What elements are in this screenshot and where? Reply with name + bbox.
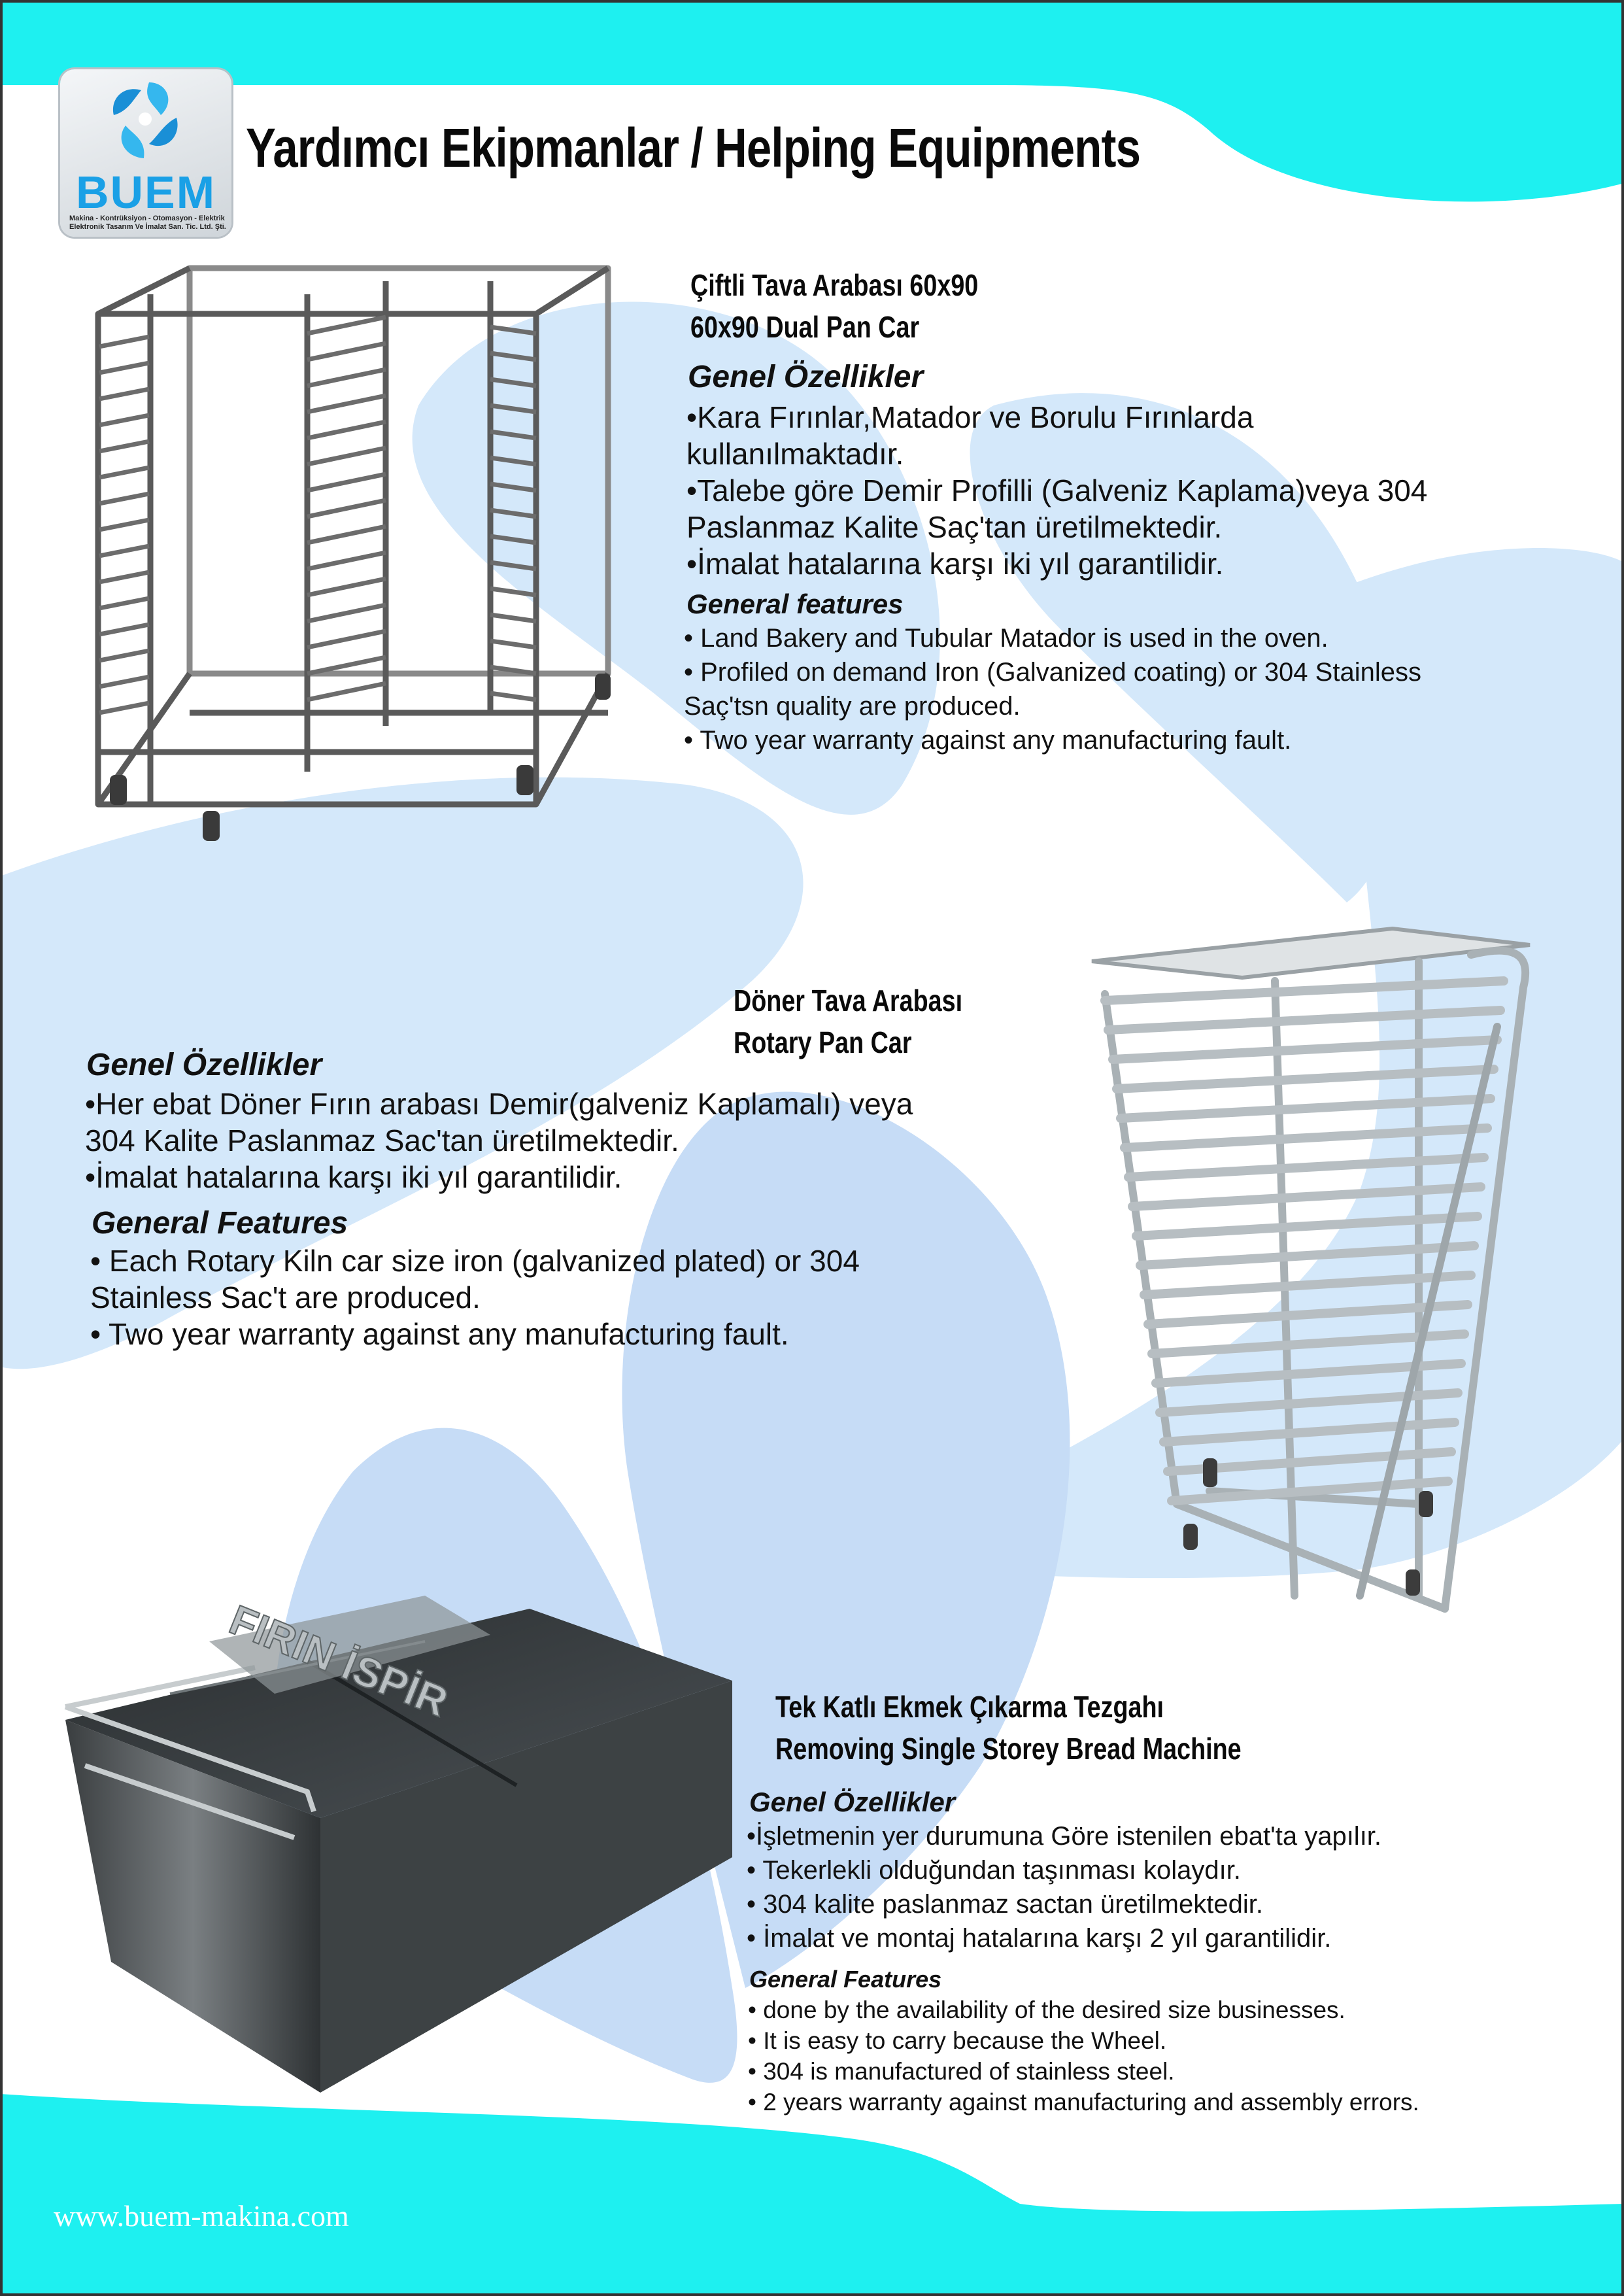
logo-subtitle-line-2: Elektronik Tasarım Ve İmalat San. Tic. L…	[69, 223, 226, 231]
product2-features-tr-heading: Genel Özellikler	[86, 1048, 322, 1082]
product2-title-tr: Döner Tava Arabası	[734, 984, 963, 1018]
product3-en-line: • 2 years warranty against manufacturing…	[748, 2089, 1419, 2116]
product3-title-en: Removing Single Storey Bread Machine	[775, 1732, 1242, 1766]
product1-en-line: • Profiled on demand Iron (Galvanized co…	[684, 658, 1421, 687]
product1-tr-line: Paslanmaz Kalite Saç'tan üretilmektedir.	[686, 510, 1223, 544]
product3-features-en-heading: General Features	[749, 1966, 942, 1993]
logo-subtitle-line-1: Makina - Kontrüksiyon - Otomasyon - Elek…	[69, 214, 225, 222]
product2-en-line: • Two year warranty against any manufact…	[90, 1317, 789, 1351]
product1-tr-line: •İmalat hatalarına karşı iki yıl garanti…	[686, 547, 1224, 581]
page-title: Yardımcı Ekipmanlar / Helping Equipments	[246, 117, 1141, 179]
product1-tr-line: •Kara Fırınlar,Matador ve Borulu Fırınla…	[686, 400, 1254, 434]
product3-features-tr-heading: Genel Özellikler	[749, 1787, 956, 1817]
product3-tr-line: • 304 kalite paslanmaz sactan üretilmekt…	[747, 1890, 1263, 1919]
product2-features-en: • Each Rotary Kiln car size iron (galvan…	[90, 1242, 860, 1352]
product3-en-line: • It is easy to carry because the Wheel.	[748, 2027, 1167, 2054]
product3-tr-line: • Tekerlekli olduğundan taşınması kolayd…	[747, 1856, 1241, 1885]
product1-en-line: • Land Bakery and Tubular Matador is use…	[684, 624, 1328, 653]
product1-features-en: • Land Bakery and Tubular Matador is use…	[684, 621, 1421, 757]
bread-machine-image: FIRIN İSPİR	[64, 1596, 732, 2093]
product1-en-line: • Two year warranty against any manufact…	[684, 726, 1292, 755]
product1-features-en-heading: General features	[686, 589, 904, 619]
logo-text: BUEM	[75, 167, 216, 218]
product3-en-line: • done by the availability of the desire…	[748, 1996, 1345, 2023]
product1-title-tr: Çiftli Tava Arabası 60x90	[690, 268, 979, 302]
product3-tr-line: • İmalat ve montaj hatalarına karşı 2 yı…	[747, 1924, 1332, 1953]
product2-title-en: Rotary Pan Car	[734, 1025, 912, 1059]
product2-tr-line: •Her ebat Döner Fırın arabası Demir(galv…	[85, 1087, 913, 1121]
product1-tr-line: •Talebe göre Demir Profilli (Galveniz Ka…	[686, 473, 1428, 507]
product2-features-tr: •Her ebat Döner Fırın arabası Demir(galv…	[85, 1086, 913, 1195]
product3-features-tr: •İşletmenin yer durumuna Göre istenilen …	[747, 1819, 1381, 1955]
product1-title-en: 60x90 Dual Pan Car	[690, 310, 920, 344]
product3-tr-line: •İşletmenin yer durumuna Göre istenilen …	[747, 1822, 1382, 1851]
product1-en-line: Saç'tsn quality are produced.	[684, 692, 1021, 721]
footer-website[interactable]: www.buem-makina.com	[54, 2199, 349, 2233]
product2-tr-line: 304 Kalite Paslanmaz Sac'tan üretilmekte…	[85, 1123, 679, 1157]
product1-title: Çiftli Tava Arabası 60x90 60x90 Dual Pan…	[690, 264, 978, 348]
product3-en-line: • 304 is manufactured of stainless steel…	[748, 2058, 1175, 2085]
product3-title: Tek Katlı Ekmek Çıkarma Tezgahı Removing…	[775, 1686, 1242, 1770]
product2-title: Döner Tava Arabası Rotary Pan Car	[734, 980, 962, 1063]
product1-tr-line: kullanılmaktadır.	[686, 437, 904, 471]
product1-features-tr-heading: Genel Özellikler	[688, 360, 924, 394]
company-logo: BUEM Makina - Kontrüksiyon - Otomasyon -…	[60, 69, 231, 237]
product2-tr-line: •İmalat hatalarına karşı iki yıl garanti…	[85, 1160, 622, 1194]
rotary-pan-car-image	[1091, 926, 1531, 1613]
logo-swirl-icon	[113, 82, 178, 158]
product2-features-en-heading: General Features	[92, 1206, 348, 1241]
product2-en-line: • Each Rotary Kiln car size iron (galvan…	[90, 1244, 860, 1278]
logo-subtitle: Makina - Kontrüksiyon - Otomasyon - Elek…	[69, 214, 226, 231]
product2-en-line: Stainless Sac't are produced.	[90, 1280, 481, 1314]
product3-features-en: • done by the availability of the desire…	[748, 1995, 1419, 2117]
product3-title-tr: Tek Katlı Ekmek Çıkarma Tezgahı	[775, 1690, 1164, 1724]
product1-features-tr: •Kara Fırınlar,Matador ve Borulu Fırınla…	[686, 399, 1427, 582]
dual-pan-rack-image	[95, 265, 611, 841]
